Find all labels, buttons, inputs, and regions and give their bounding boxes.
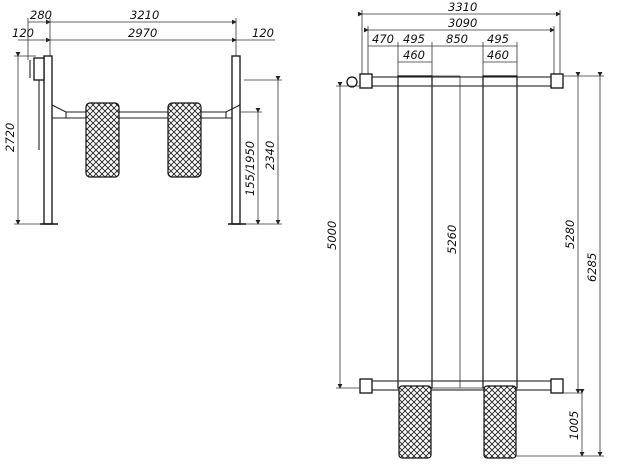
tire-right [167,102,202,178]
dim-overall-length: 6285 [585,253,599,282]
runway-right [482,75,518,389]
dim-post-offset: 280 [30,8,52,22]
dim-seg-850: 850 [446,32,468,46]
post-bottom-right [550,378,564,394]
dim-seg-470: 470 [372,32,394,46]
post-top-left [359,73,373,89]
dim-runway-width-left: 460 [403,48,425,62]
dim-runway-width-right: 460 [487,48,509,62]
dim-post-height: 2340 [263,141,277,170]
side-elevation: 3210 280 2970 120 120 2720 [3,8,282,225]
dim-post-right: 120 [252,26,274,40]
post-bottom-left [359,378,373,394]
post-top-right [550,73,564,89]
tire-plan-right [483,385,517,459]
tire-left [85,102,120,178]
dim-front-overhang: 1005 [567,411,581,440]
dim-inner-width-plan: 3090 [448,16,477,30]
left-post-cap [33,57,45,81]
dim-inner-width: 2970 [128,26,157,40]
dim-runway-height: 155/1950 [243,141,257,196]
plan-view: 3310 3090 470 495 850 495 460 460 [325,0,604,459]
tire-plan-left [398,385,432,459]
dim-top-width: 3210 [130,8,159,22]
left-post [43,55,53,225]
dim-post-left: 120 [12,26,34,40]
dim-outer-width: 3310 [448,0,477,14]
control-knob [346,76,358,88]
dim-runway-length: 5260 [445,225,459,254]
runway-left [397,75,433,389]
dim-seg-495-right: 495 [487,32,509,46]
dim-total-height: 2720 [3,123,17,152]
dim-wheelbase: 5000 [325,221,339,250]
right-post [231,55,241,225]
dim-seg-495-left: 495 [403,32,425,46]
dim-post-spacing: 5280 [563,220,577,249]
